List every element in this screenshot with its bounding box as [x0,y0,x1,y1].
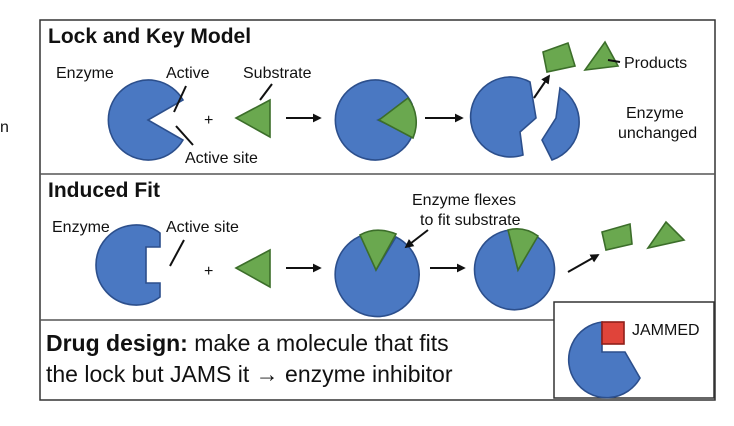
drug-design-line1: Drug design: make a molecule that fits [46,330,449,356]
side-text-fragment: n [0,119,9,136]
drug-design-section: Drug design: make a molecule that fits t… [46,301,715,399]
lk-plus-sign: + [204,112,213,129]
if-product-1 [601,222,633,251]
lk-released-enzyme-left [469,76,537,158]
jammed-label: JAMMED [632,322,700,339]
induced-fit-title: Induced Fit [48,179,160,202]
lk-active-site-label: Active site [185,150,258,167]
if-enzyme-label: Enzyme [52,219,110,236]
if-enzyme-shape [95,224,161,306]
lk-enzyme-unchanged-line1: Enzyme [626,105,684,122]
lk-substrate-pointer [259,83,273,101]
lk-complex-enzyme [334,79,414,161]
if-active-site-pointer [169,239,185,267]
lk-enzyme-shape [107,79,185,161]
if-after-substrate [507,228,540,273]
drug-design-line1-rest: make a molecule that fits [188,330,449,356]
if-plus-sign: + [204,263,213,280]
lk-product-2 [583,40,620,72]
if-complex-enzyme [334,233,420,318]
lk-substrate-shape [234,98,271,139]
lk-substrate-label: Substrate [243,65,312,82]
jammed-enzyme-shape [567,321,641,399]
lk-complex-substrate [377,96,417,140]
lock-and-key-title: Lock and Key Model [48,25,251,48]
lk-active-pointer [173,85,187,113]
if-flex-pointer [404,229,429,249]
drug-design-line2: the lock but JAMS it → enzyme inhibitor [46,361,453,387]
induced-fit-section: Induced Fit Enzyme Active site + Enzyme … [48,179,686,318]
if-product-2 [646,220,686,250]
lk-enzyme-unchanged-line2: unchanged [618,125,697,142]
if-product-arrow [567,254,600,273]
lk-products-pointer [607,59,621,63]
if-flex-line1: Enzyme flexes [412,192,516,209]
lk-product-arrow [533,74,551,99]
if-active-site-label: Active site [166,219,239,236]
lk-active-label: Active [166,65,210,82]
lk-active-site-pointer [175,125,194,146]
if-complex-substrate [358,229,398,272]
lk-released-enzyme-right [541,86,580,161]
lock-and-key-section: Lock and Key Model Enzyme Active Substra… [48,25,697,167]
inhibitor-square [601,321,625,345]
drug-design-bold: Drug design: [46,330,188,356]
if-flex-line2: to fit substrate [420,212,521,229]
if-substrate-shape [234,248,271,289]
lk-product-1 [542,41,577,73]
lk-enzyme-label: Enzyme [56,65,114,82]
lk-products-label: Products [624,55,687,72]
if-after-enzyme [473,229,556,311]
